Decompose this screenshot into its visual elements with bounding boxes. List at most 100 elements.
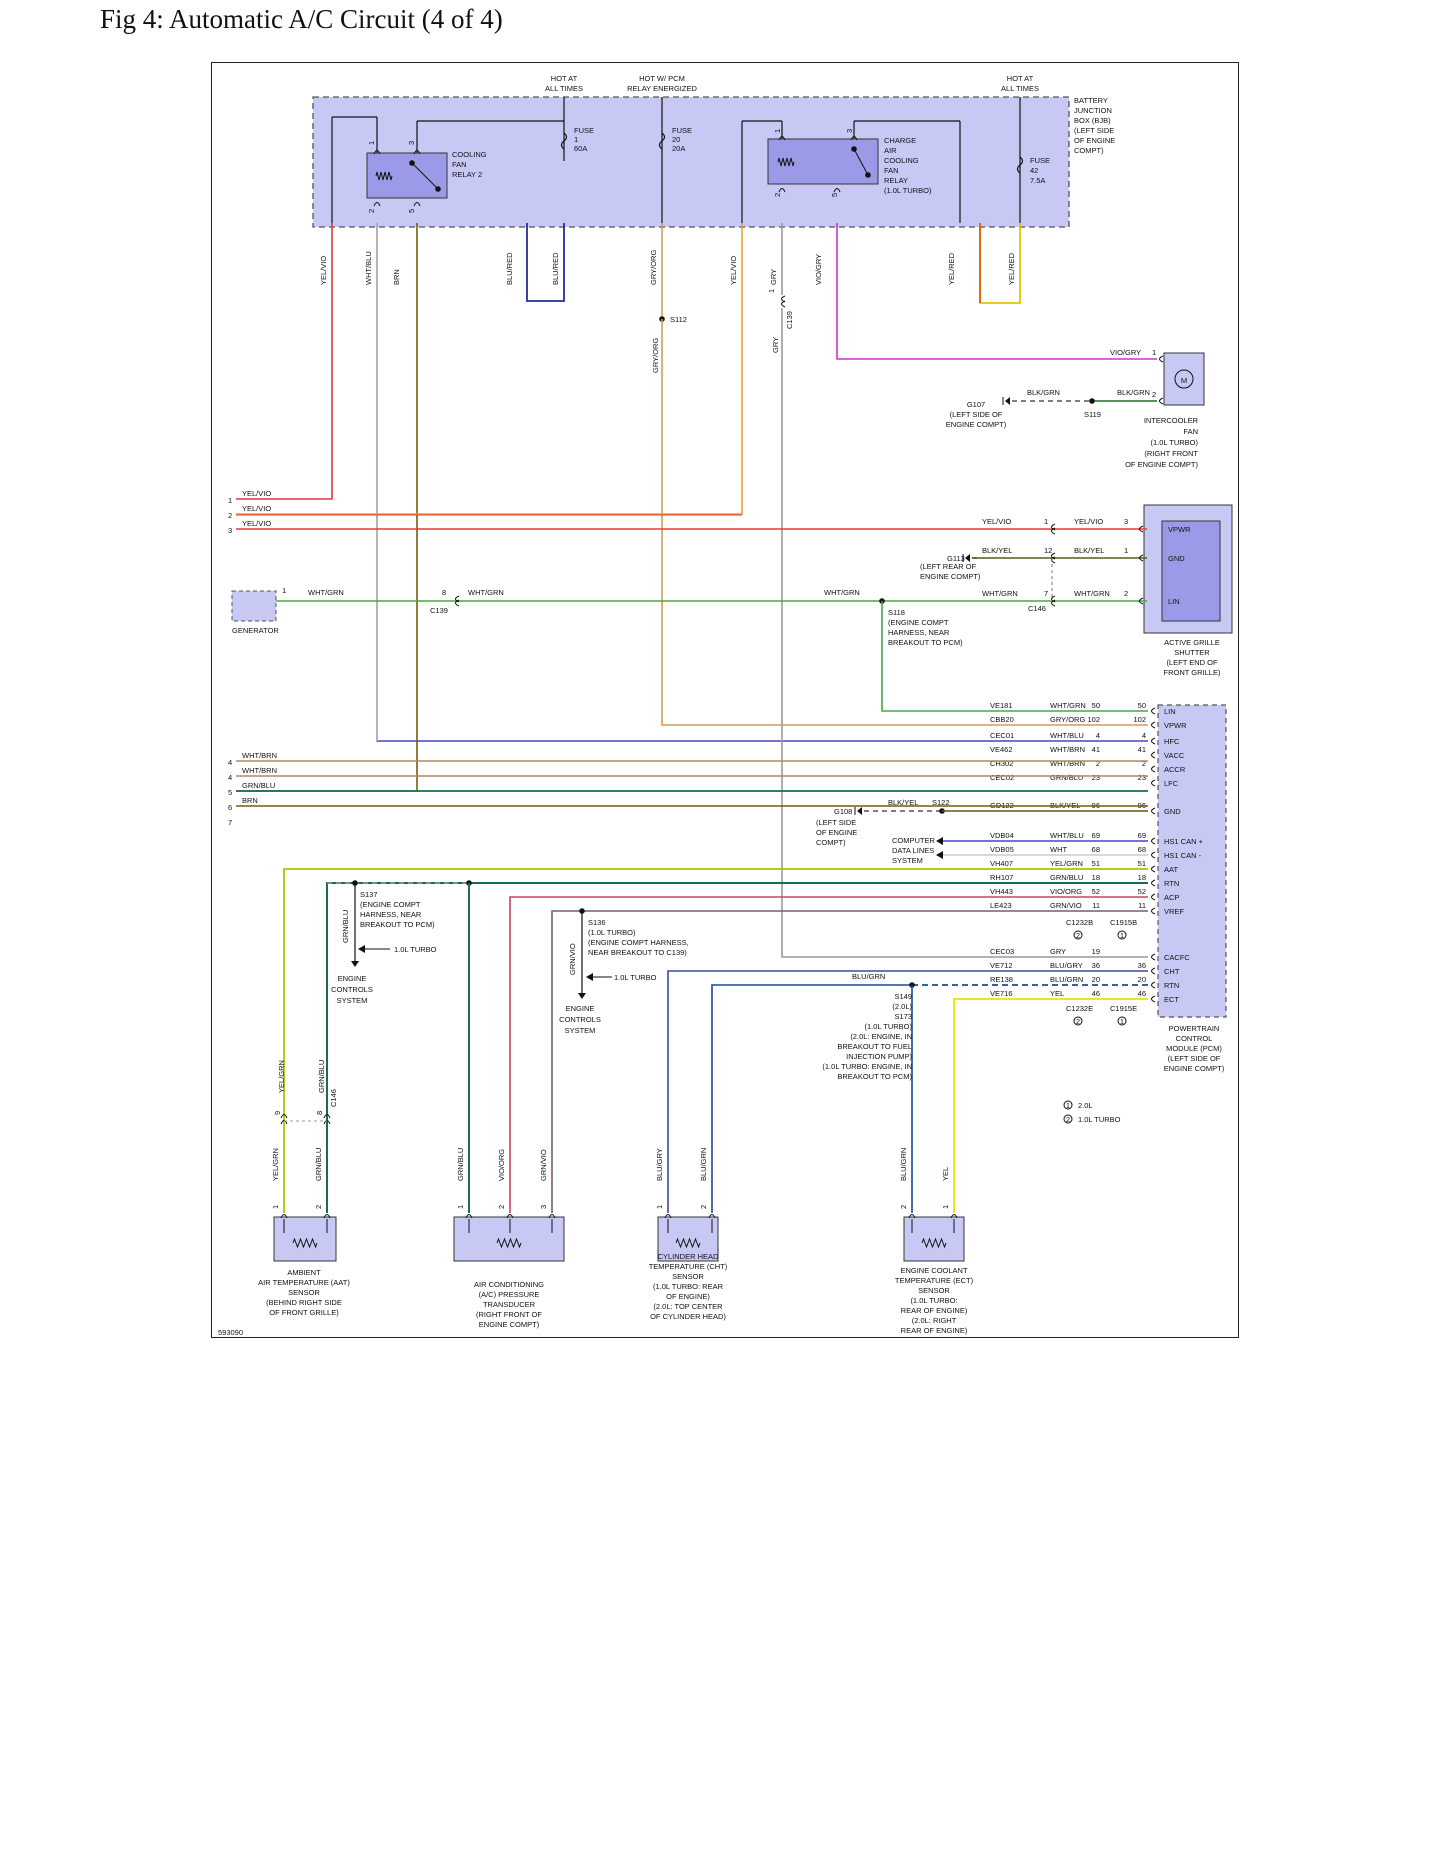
motor-icon: [1174, 369, 1194, 389]
pin-number: 7: [1044, 589, 1048, 598]
wire-label: VIO/ORG: [1050, 887, 1082, 896]
connector-label: C1915E: [1110, 1004, 1137, 1013]
wire-label: GRN/VIO: [568, 943, 577, 975]
pin-number: 18: [1138, 873, 1146, 882]
connector-label: C139: [785, 311, 794, 329]
wire-label: WHT: [1050, 845, 1067, 854]
connector-label: C139: [430, 606, 448, 615]
legend-mark: [1117, 930, 1127, 940]
shutter-motor: [1161, 520, 1221, 622]
relay-switch: [853, 148, 869, 176]
connector-icon: [1151, 765, 1156, 773]
wire-label: GRN/BLU: [314, 1148, 323, 1181]
pin-number: 52: [1138, 887, 1146, 896]
wire-label: WHT/BRN: [1050, 759, 1085, 768]
pin-name: ACP: [1164, 893, 1179, 902]
connector-icon: [778, 188, 786, 193]
wire-gry-org: [661, 319, 1148, 726]
circuit-id: VDB04: [990, 831, 1014, 840]
pin-number: 3: [845, 129, 854, 133]
component-label: ENGINE COMPT): [1164, 1064, 1225, 1073]
pin-number: 1: [282, 586, 286, 595]
wire-label: YEL/RED: [1007, 252, 1016, 285]
connector-icon: [708, 1214, 716, 1219]
system-label: DATA LINES: [892, 846, 934, 855]
component-label: CYLINDER HEAD: [658, 1252, 719, 1261]
connector-icon: [548, 1214, 556, 1219]
motor-icon: M: [1181, 376, 1187, 385]
wire-label: WHT/GRN: [1074, 589, 1110, 598]
pin-number: 18: [1092, 873, 1100, 882]
wire-yel-vio: [236, 223, 333, 500]
fuse-icon: [560, 132, 568, 150]
wire-label: WHT/GRN: [824, 588, 860, 597]
relay-label: RELAY: [884, 176, 908, 185]
wire-label: BLU/GRN: [852, 972, 885, 981]
wire-label: BLU/GRY: [655, 1148, 664, 1181]
splice-label: NEAR BREAKOUT TO C139): [588, 948, 687, 957]
wire-label: BRN: [242, 796, 258, 805]
splice-label: (1.0L TURBO): [864, 1022, 912, 1031]
pin-number: 52: [1092, 887, 1100, 896]
wire-label: GRN/BLU: [242, 781, 275, 790]
wire-label: YEL: [941, 1167, 950, 1181]
ref-number: 3: [228, 526, 232, 535]
fuse-label: 7.5A: [1030, 176, 1045, 185]
wire-label: WHT/BLU: [364, 251, 373, 285]
connector-icon: [1139, 597, 1144, 605]
wire-label: WHT/GRN: [982, 589, 1018, 598]
wire-label: WHT/GRN: [1050, 701, 1086, 710]
wire-label: YEL: [1050, 989, 1064, 998]
splice-s119: [1089, 398, 1095, 404]
component-label: INTERCOOLER: [1144, 416, 1199, 425]
arrow-icon: [358, 945, 365, 953]
connector-label: C146: [1028, 604, 1046, 613]
figure-id: 593090: [218, 1328, 243, 1337]
connector-icon: [1151, 907, 1156, 915]
circuit-id: VE716: [990, 989, 1013, 998]
pin-number: 5: [407, 209, 416, 213]
ref-number: 5: [228, 788, 232, 797]
circuit-id: RH107: [990, 873, 1013, 882]
component-label: ENGINE COOLANT: [900, 1266, 968, 1275]
pin-name: ECT: [1164, 995, 1179, 1004]
pin-number: 4: [1096, 731, 1100, 740]
connector-icon: [1151, 721, 1156, 729]
component-label: ACTIVE GRILLE: [1164, 638, 1220, 647]
wire-label: GRY/ORG: [651, 338, 660, 373]
component-label: ENGINE COMPT): [479, 1320, 540, 1329]
connector-icon: [1151, 893, 1156, 901]
component-label: TEMPERATURE (ECT): [895, 1276, 974, 1285]
bjb-label: COMPT): [1074, 146, 1104, 155]
component-label: AIR CONDITIONING: [474, 1280, 544, 1289]
pin-number: 2: [1152, 390, 1156, 399]
pin-name: RTN: [1164, 981, 1179, 990]
connector-icon: [280, 1214, 288, 1219]
pin-name: VACC: [1164, 751, 1185, 760]
connector-icon: [455, 599, 460, 607]
pin-number: 2: [699, 1205, 708, 1209]
pin-number: 8: [442, 588, 446, 597]
pin-number: 41: [1092, 745, 1100, 754]
relay-switch: [411, 162, 439, 190]
connector-icon: [833, 188, 841, 193]
ground-label: G108: [834, 807, 852, 816]
pin-number: 23: [1138, 773, 1146, 782]
wire-label: YEL/RED: [947, 252, 956, 285]
figure-title: Fig 4: Automatic A/C Circuit (4 of 4): [100, 4, 503, 34]
connector-icon: [781, 300, 786, 308]
wire-label: BLU/GRN: [899, 1148, 908, 1181]
splice-label: S118: [888, 608, 905, 617]
circuit-id: VH407: [990, 859, 1013, 868]
wire-label: WHT/GRN: [468, 588, 504, 597]
component-label: FRONT GRILLE): [1164, 668, 1221, 677]
pin-number: 1: [271, 1205, 280, 1209]
relay-contact: [851, 146, 857, 152]
connector-icon: [1139, 554, 1144, 562]
wire-label: GRN/BLU: [1050, 873, 1083, 882]
wire-label: YEL/VIO: [242, 519, 271, 528]
relay-label: COOLING: [884, 156, 919, 165]
connector-icon: [1139, 525, 1144, 533]
thermistor-icon: [292, 1237, 318, 1249]
wire-label: YEL/GRN: [1050, 859, 1083, 868]
